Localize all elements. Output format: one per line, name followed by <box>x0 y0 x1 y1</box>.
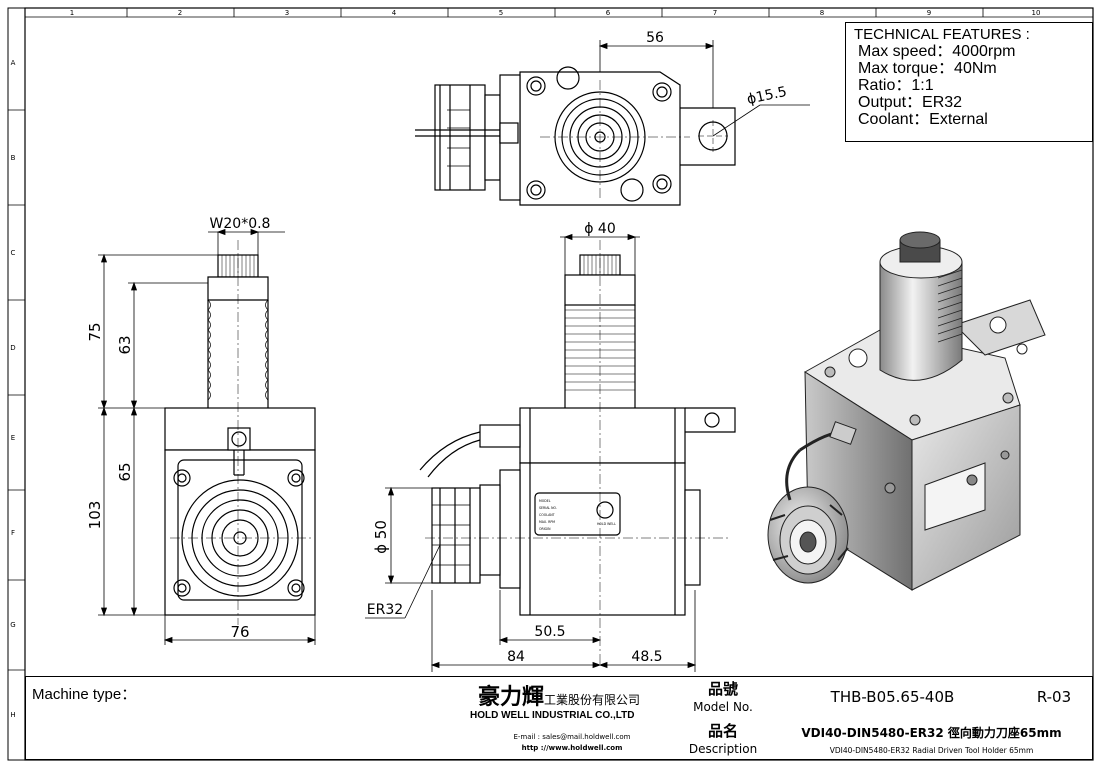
zone-row-E: E <box>11 434 15 442</box>
company-website: http ://www.holdwell.com <box>521 744 623 752</box>
feature-output: Output：ER32 <box>858 94 963 111</box>
model-number: THB-B05.65-40B <box>830 688 955 706</box>
zone-col-5: 5 <box>499 9 503 17</box>
dim-diameter-50: ϕ 50 <box>372 520 390 554</box>
feature-ratio: Ratio：1:1 <box>858 77 934 94</box>
description-label-cn: 品名 <box>707 721 738 740</box>
zone-col-2: 2 <box>178 9 182 17</box>
dim-collet: ER32 <box>367 602 403 618</box>
nameplate-line-4: MAX. RPM <box>539 520 555 524</box>
zone-row-A: A <box>11 59 16 67</box>
dim-top-hole: ϕ15.5 <box>746 84 789 108</box>
feature-max-torque: Max torque：40Nm <box>858 60 997 77</box>
revision: R-03 <box>1036 688 1072 706</box>
technical-features-box: TECHNICAL FEATURES : Max speed：4000rpm M… <box>845 22 1093 142</box>
zone-row-H: H <box>10 711 15 719</box>
zone-column-labels: 1 2 3 4 5 6 7 8 9 10 <box>70 9 1041 17</box>
isometric-render <box>767 231 1046 591</box>
company-name-en: HOLD WELL INDUSTRIAL CO.,LTD <box>470 710 635 721</box>
machine-type-label: Machine type： <box>32 686 137 703</box>
dim-diameter-40: ϕ 40 <box>584 221 616 237</box>
zone-col-8: 8 <box>820 9 824 17</box>
dim-top-width: 56 <box>646 30 664 46</box>
zone-col-6: 6 <box>606 9 611 17</box>
feature-max-speed: Max speed：4000rpm <box>858 43 1016 60</box>
dim-48-5: 48.5 <box>631 649 662 665</box>
zone-row-F: F <box>11 529 15 537</box>
model-label-en: Model No. <box>693 700 753 714</box>
company-suffix-cn: 工業股份有限公司 <box>544 693 641 707</box>
description-sub: VDI40-DIN5480-ER32 Radial Driven Tool Ho… <box>829 745 1034 755</box>
company-name-cn: 豪力輝 <box>478 685 545 710</box>
dim-thread: W20*0.8 <box>210 216 271 232</box>
dim-left-65: 65 <box>116 462 134 481</box>
top-view-dimensions <box>598 40 810 137</box>
side-view <box>419 240 736 665</box>
zone-col-10: 10 <box>1032 9 1041 17</box>
zone-col-7: 7 <box>713 9 717 17</box>
zone-col-3: 3 <box>285 9 289 17</box>
zone-row-labels: A B C D E F G H <box>10 59 15 719</box>
description-label-en: Description <box>688 742 758 756</box>
zone-row-D: D <box>10 344 15 352</box>
nameplate: MODEL SERIAL NO. COOLANT MAX. RPM ORIGIN… <box>539 499 616 531</box>
zone-row-ruler <box>8 109 25 671</box>
nameplate-line-5: ORIGIN <box>539 527 551 531</box>
nameplate-brand: HOLD WELL <box>597 522 616 526</box>
side-view-dimensions <box>365 233 697 672</box>
nameplate-line-1: MODEL <box>539 499 551 503</box>
front-view <box>164 240 316 625</box>
technical-features-title: TECHNICAL FEATURES : <box>854 26 1030 43</box>
dim-left-75: 75 <box>86 322 104 341</box>
zone-row-C: C <box>11 249 16 257</box>
model-label-cn: 品號 <box>707 679 738 698</box>
nameplate-line-3: COOLANT <box>539 513 555 517</box>
feature-coolant: Coolant：External <box>858 111 988 128</box>
company-email: E-mail : sales@mail.holdwell.com <box>513 733 631 741</box>
dim-left-103: 103 <box>86 501 104 530</box>
zone-col-9: 9 <box>927 9 931 17</box>
dim-50-5: 50.5 <box>534 624 565 640</box>
dim-84: 84 <box>507 649 525 665</box>
inner-border <box>24 7 1094 761</box>
zone-row-G: G <box>10 621 15 629</box>
zone-column-ruler <box>126 8 984 17</box>
company-name-cn-row: 豪力輝工業股份有限公司 <box>478 679 674 710</box>
front-view-dimensions <box>98 228 317 645</box>
zone-col-4: 4 <box>392 9 397 17</box>
dim-bottom-76: 76 <box>230 623 249 641</box>
title-block <box>25 676 1093 760</box>
zone-row-B: B <box>11 154 16 162</box>
description-main: VDI40-DIN5480-ER32 徑向動力刀座65mm <box>801 725 1062 740</box>
top-view <box>415 66 736 206</box>
dim-left-63: 63 <box>116 335 134 354</box>
nameplate-line-2: SERIAL NO. <box>539 506 557 510</box>
zone-col-1: 1 <box>70 9 74 17</box>
